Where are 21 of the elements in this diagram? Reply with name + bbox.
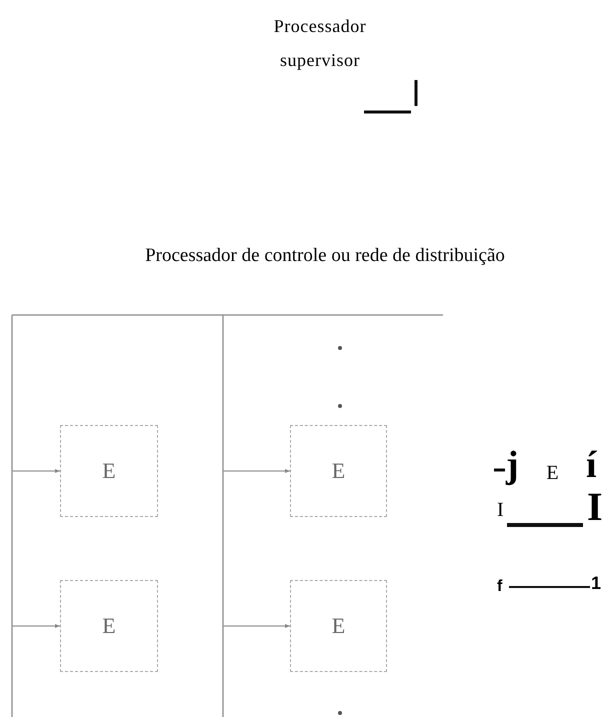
text-mark: j xyxy=(506,446,519,484)
connector-arrow xyxy=(223,624,290,628)
process-box xyxy=(290,425,387,517)
process-box xyxy=(60,425,158,517)
box-label: E xyxy=(332,458,346,484)
process-box xyxy=(60,580,158,672)
connector-arrow xyxy=(12,469,60,473)
text-mark: I xyxy=(587,487,603,527)
process-box xyxy=(290,580,387,672)
connector-arrow xyxy=(12,624,60,628)
text-mark: í xyxy=(586,446,597,484)
connector-arrow xyxy=(223,469,290,473)
text-mark: 1 xyxy=(591,574,602,592)
box-label: E xyxy=(102,613,116,639)
node-label: E xyxy=(546,462,559,484)
text-mark: I xyxy=(497,500,504,520)
node-label: Processador de controle ou rede de distribuição xyxy=(145,245,505,267)
text-mark: f xyxy=(497,579,502,595)
node-label: Processador supervisor xyxy=(272,15,368,72)
box-label: E xyxy=(102,458,116,484)
box-label: E xyxy=(332,613,346,639)
